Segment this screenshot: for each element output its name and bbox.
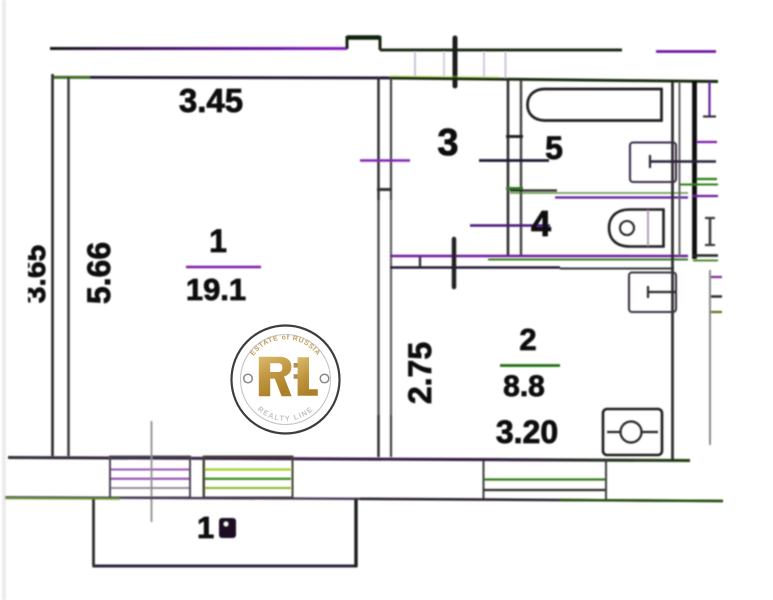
svg-text:1: 1: [197, 510, 214, 545]
svg-text:8.8: 8.8: [503, 370, 545, 403]
svg-text:1: 1: [209, 223, 227, 259]
svg-text:3: 3: [437, 122, 458, 164]
svg-text:3.20: 3.20: [496, 414, 558, 450]
svg-text:2.75: 2.75: [402, 342, 438, 404]
svg-text:2: 2: [519, 322, 536, 357]
svg-text:19.1: 19.1: [186, 272, 246, 307]
svg-text:4: 4: [531, 203, 551, 244]
svg-text:5: 5: [545, 130, 563, 166]
svg-text:5.66: 5.66: [81, 242, 117, 304]
svg-text:3.45: 3.45: [179, 82, 243, 119]
svg-text:3.65: 3.65: [19, 245, 52, 303]
